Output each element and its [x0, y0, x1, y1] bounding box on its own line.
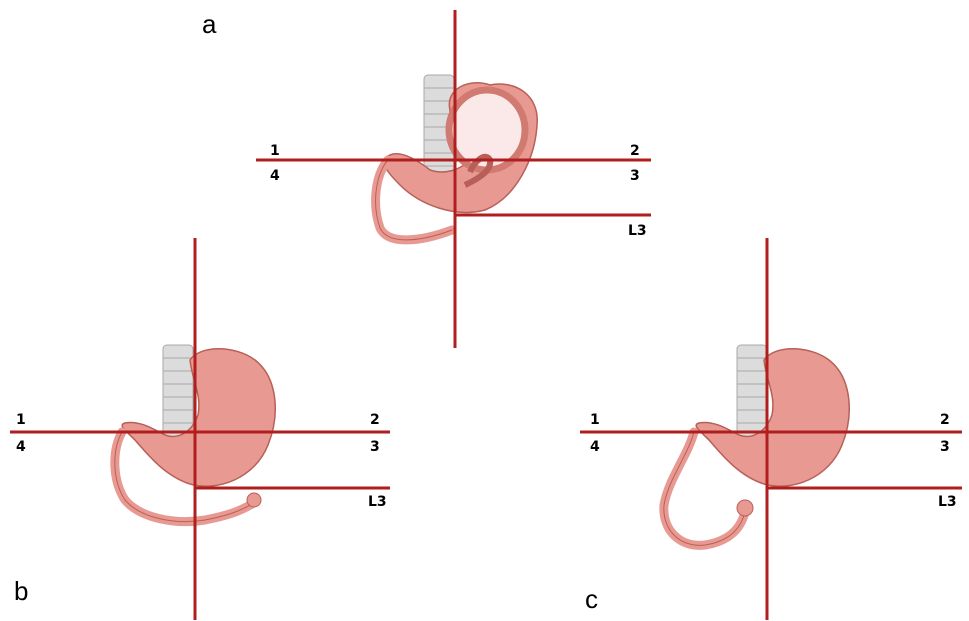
panel-a-letter: a — [202, 9, 217, 39]
stomach-icon — [696, 349, 849, 486]
panel-a: a 1 2 3 4 L3 — [202, 9, 651, 348]
panel-b: b 1 2 3 4 L3 — [10, 238, 390, 620]
panel-c-letter: c — [585, 584, 598, 614]
panel-a-quadrant-4: 4 — [270, 168, 280, 184]
panel-b-quadrant-1: 1 — [16, 412, 26, 428]
panel-a-l3-label: L3 — [628, 223, 647, 239]
panel-a-quadrant-3: 3 — [630, 168, 640, 184]
panel-b-quadrant-2: 2 — [370, 412, 380, 428]
panel-b-letter: b — [14, 576, 28, 606]
panel-b-l3-label: L3 — [368, 494, 387, 510]
stomach-icon — [384, 83, 537, 213]
panel-b-quadrant-4: 4 — [16, 439, 26, 455]
panel-b-quadrant-3: 3 — [370, 439, 380, 455]
panel-c-quadrant-2: 2 — [940, 412, 950, 428]
panel-c-l3-label: L3 — [938, 494, 957, 510]
stomach-icon — [122, 349, 275, 486]
panel-a-quadrant-1: 1 — [270, 143, 280, 159]
panel-a-quadrant-2: 2 — [630, 143, 640, 159]
panel-c-quadrant-3: 3 — [940, 439, 950, 455]
panel-c-quadrant-4: 4 — [590, 439, 600, 455]
panel-c: c 1 2 3 4 L3 — [580, 238, 962, 620]
panel-c-quadrant-1: 1 — [590, 412, 600, 428]
